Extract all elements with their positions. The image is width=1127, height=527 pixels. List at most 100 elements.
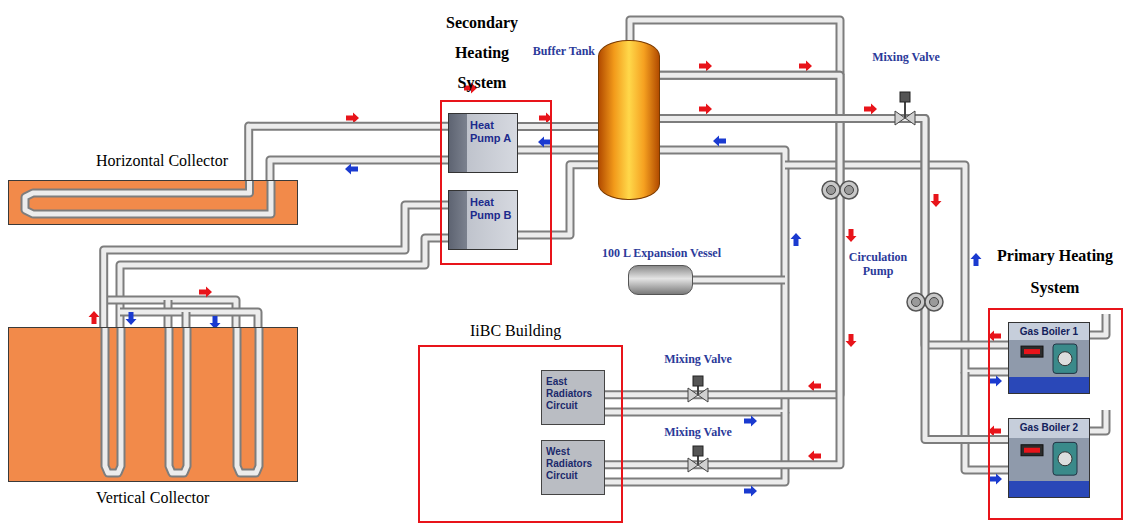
node-heading: Secondary Heating System bbox=[432, 8, 532, 98]
heat-pump: Heat Pump B bbox=[448, 190, 518, 250]
pipe-wall bbox=[237, 328, 259, 473]
pipe-bore bbox=[518, 124, 598, 129]
pipe-wall bbox=[1090, 410, 1106, 431]
radiator-circuit: East Radiators Circuit bbox=[541, 370, 605, 425]
expansion-vessel: 100 L Expansion Vessel bbox=[628, 265, 693, 295]
node-label: Heat Pump A bbox=[470, 119, 514, 145]
boiler-base bbox=[1009, 377, 1089, 393]
valve-actuator bbox=[693, 446, 703, 456]
pipe-wall bbox=[518, 122, 598, 131]
node-label: East Radiators Circuit bbox=[546, 376, 600, 412]
flow-arrow bbox=[713, 136, 726, 147]
node-heading: Horizontal Collector bbox=[96, 151, 306, 171]
mixing-valve-symbol bbox=[895, 92, 915, 125]
pipe-wall bbox=[270, 160, 448, 181]
pipe-bore bbox=[965, 372, 1008, 470]
boiler-display bbox=[1021, 346, 1043, 357]
buffer-tank: Buffer Tank bbox=[598, 40, 660, 200]
flow-arrow bbox=[846, 334, 857, 347]
valve-label: Mixing Valve bbox=[660, 352, 736, 366]
boiler-dial bbox=[1058, 452, 1072, 466]
mixing-valve-symbol bbox=[688, 446, 708, 472]
pipe-wall bbox=[660, 118, 1008, 439]
flow-arrow bbox=[744, 416, 757, 427]
node-label: Gas Boiler 1 bbox=[1012, 326, 1086, 337]
valve-label: Mixing Valve bbox=[660, 425, 736, 439]
vertical-collector: Vertical Collector bbox=[8, 327, 298, 482]
pipe-bore bbox=[605, 412, 785, 482]
pipe-bore bbox=[518, 148, 598, 153]
valve-body bbox=[895, 111, 915, 125]
pump-body bbox=[907, 293, 925, 311]
flow-arrow bbox=[931, 194, 942, 207]
pipe-wall bbox=[1090, 314, 1106, 335]
return-pipe bbox=[270, 160, 448, 181]
pipe-bore bbox=[518, 165, 598, 235]
pipe-wall bbox=[518, 165, 598, 235]
pipe-bore bbox=[270, 160, 448, 181]
valve-body bbox=[688, 388, 708, 402]
return-pipe bbox=[693, 280, 785, 281]
node-heading: IiBC Building bbox=[470, 321, 620, 341]
pipe-wall bbox=[249, 126, 448, 180]
boiler-display bbox=[1021, 445, 1043, 456]
return-pipe bbox=[518, 150, 598, 151]
boiler-panel bbox=[1053, 344, 1077, 373]
flow-arrow bbox=[345, 164, 358, 175]
pipe-bore bbox=[169, 328, 187, 473]
boiler-base bbox=[1009, 481, 1089, 497]
pump-rotor bbox=[930, 298, 939, 307]
pipe-connector bbox=[249, 126, 448, 180]
flow-arrow bbox=[538, 137, 551, 148]
flow-arrow bbox=[808, 381, 821, 392]
boiler-flame bbox=[1024, 448, 1040, 453]
flow-arrow bbox=[699, 104, 712, 115]
pipe-wall bbox=[660, 118, 1008, 345]
pipe-bore bbox=[660, 118, 1008, 439]
valve-stem bbox=[904, 100, 906, 118]
valve-body bbox=[688, 458, 708, 472]
node-heading: Buffer Tank bbox=[517, 43, 595, 59]
flow-arrow bbox=[864, 104, 877, 115]
pipe-connector bbox=[518, 126, 598, 127]
building-group: IiBC BuildingEast Radiators CircuitWest … bbox=[418, 345, 623, 523]
pipe-bore bbox=[693, 278, 785, 283]
pipe-wall bbox=[182, 312, 191, 328]
node-heading: Primary Heating System bbox=[990, 240, 1120, 304]
pump-rotor bbox=[912, 298, 921, 307]
return-pipe bbox=[120, 312, 258, 328]
system-group: Secondary Heating SystemHeat Pump AHeat … bbox=[440, 100, 552, 265]
pump-symbol bbox=[822, 181, 858, 199]
pipe-bore bbox=[120, 312, 258, 328]
pipe-wall bbox=[169, 328, 187, 473]
collector-boreholes bbox=[9, 328, 299, 483]
ground-loop bbox=[25, 181, 271, 214]
return-pipe bbox=[186, 312, 187, 328]
flow-arrow bbox=[799, 61, 812, 72]
node-heading: Vertical Collector bbox=[96, 488, 306, 508]
pipe-wall bbox=[25, 181, 271, 214]
flow-arrow bbox=[971, 253, 982, 266]
flow-arrow bbox=[126, 312, 137, 325]
pump-rotor bbox=[827, 186, 836, 195]
pipe-bore bbox=[630, 20, 840, 75]
gas-boiler: Gas Boiler 2 bbox=[1008, 418, 1090, 498]
pump-rotor bbox=[845, 186, 854, 195]
return-pipe bbox=[1090, 314, 1106, 335]
radiator-circuit: West Radiators Circuit bbox=[541, 440, 605, 495]
flow-arrow bbox=[699, 61, 712, 72]
pump-symbol bbox=[907, 293, 943, 311]
pipe-connector bbox=[660, 118, 1008, 345]
pump-body bbox=[840, 181, 858, 199]
pump-body bbox=[822, 181, 840, 199]
pipe-connector bbox=[518, 165, 598, 235]
pipe-bore bbox=[25, 181, 271, 214]
pipe-wall bbox=[518, 146, 598, 155]
node-label: West Radiators Circuit bbox=[546, 446, 600, 482]
pipe-wall bbox=[630, 20, 840, 75]
pump-label: Circulation Pump bbox=[846, 250, 910, 279]
pipe-bore bbox=[105, 328, 121, 473]
node-label: Heat Pump B bbox=[470, 196, 514, 222]
